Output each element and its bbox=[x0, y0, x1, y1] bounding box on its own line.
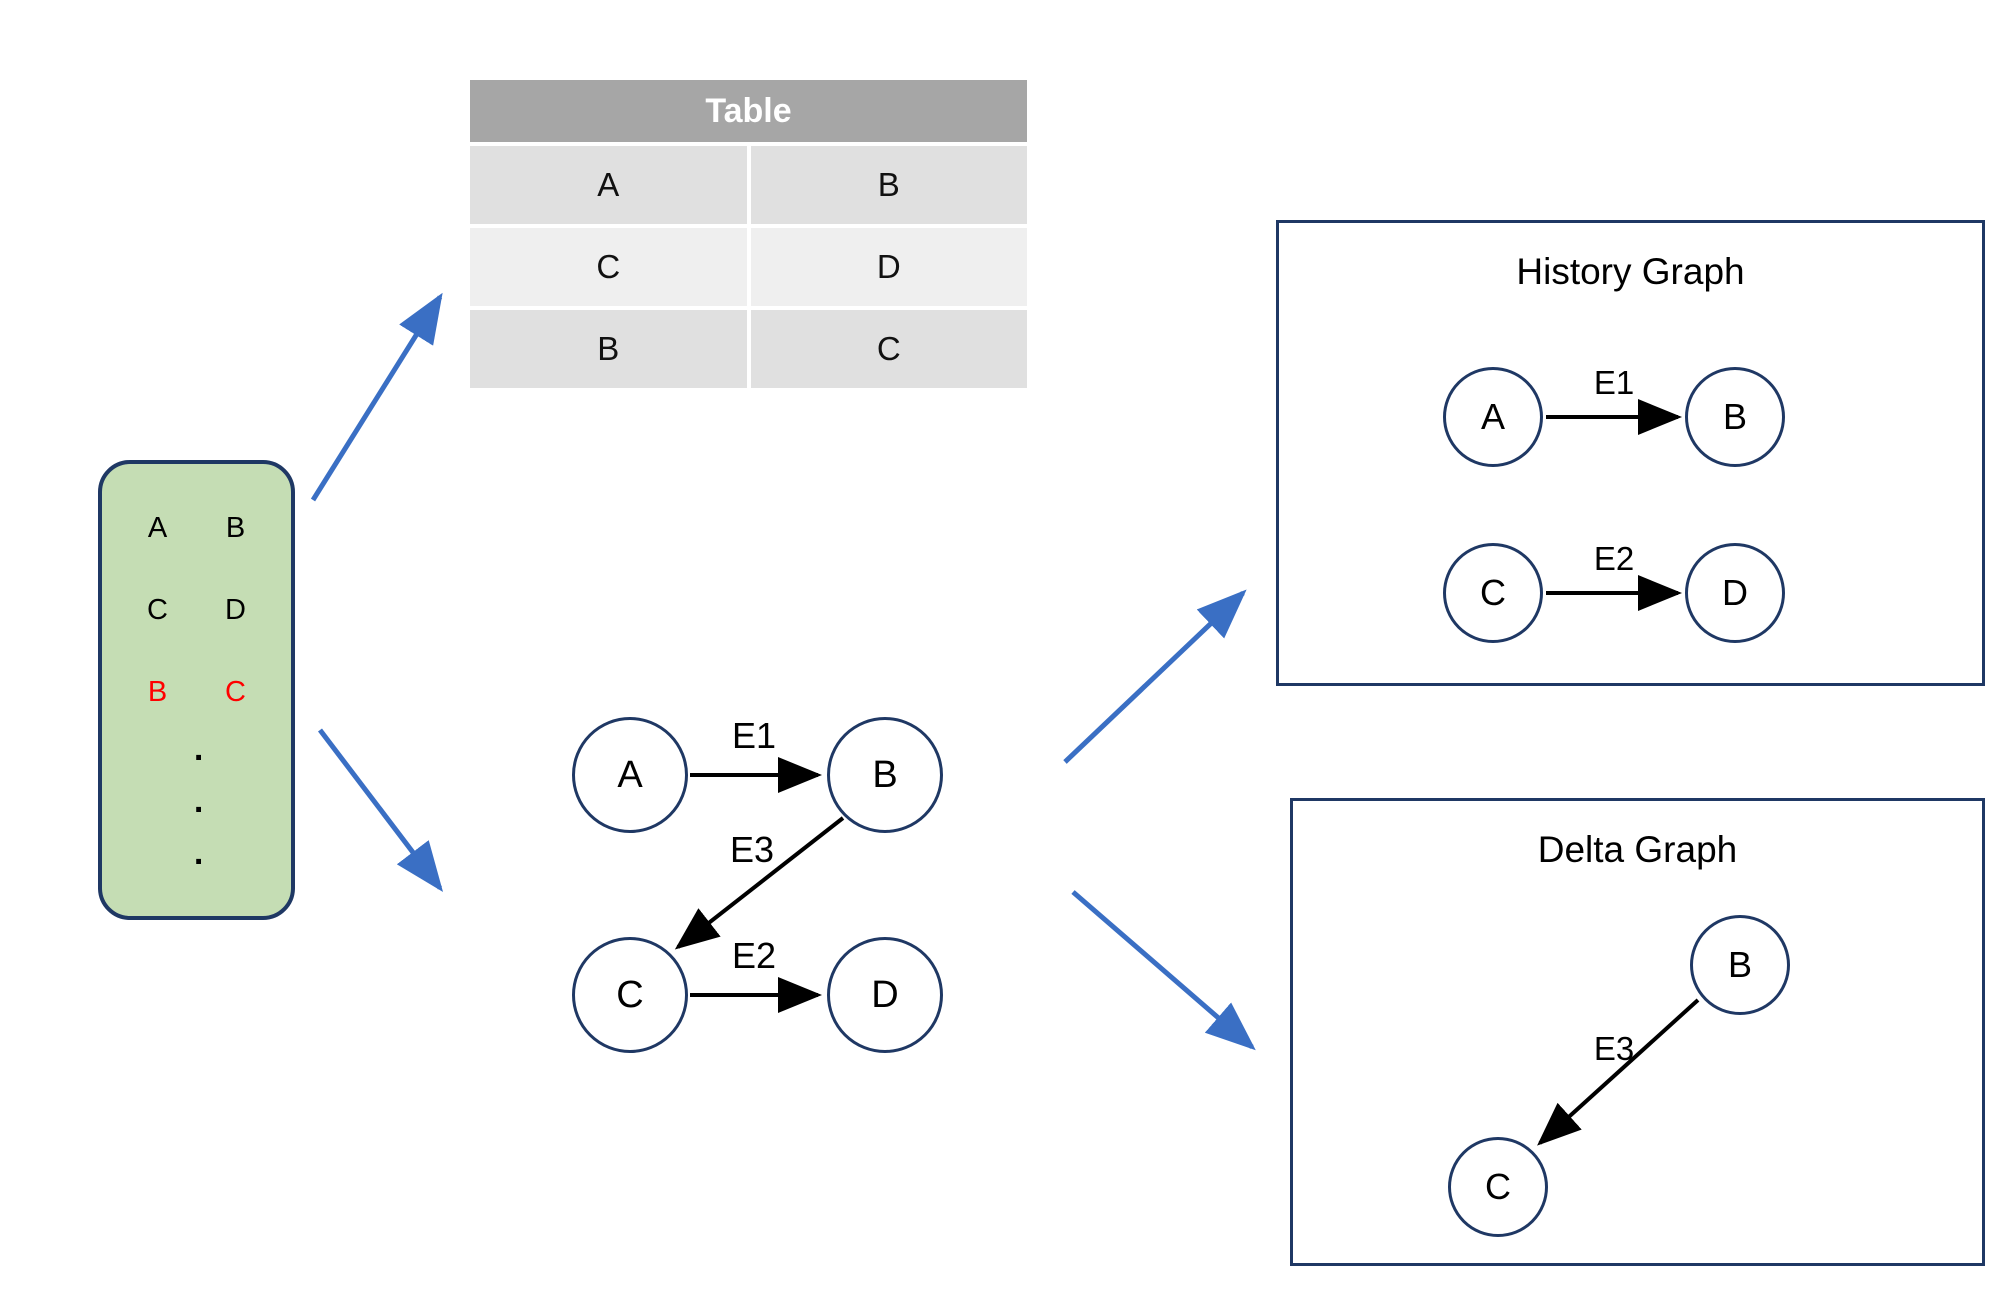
main-graph-node-d: D bbox=[827, 937, 943, 1053]
main-graph-node-b: B bbox=[827, 717, 943, 833]
event-stream-box: A B C D B C · · · bbox=[98, 460, 295, 920]
node-label: C bbox=[1480, 572, 1506, 613]
node-label: A bbox=[1480, 396, 1505, 437]
main-graph-node-c: C bbox=[572, 937, 688, 1053]
history-graph-node-a: A bbox=[1443, 367, 1543, 467]
table-title: Table bbox=[470, 80, 1027, 142]
table-row: B C bbox=[470, 310, 1027, 388]
node-label: A bbox=[617, 753, 643, 796]
flow-arrow-stream-to-graph bbox=[318, 728, 444, 892]
delta-graph-node-c: C bbox=[1448, 1137, 1548, 1237]
main-graph-node-a: A bbox=[572, 717, 688, 833]
table-widget: Table A B C D B C bbox=[470, 80, 1027, 388]
main-graph-edge-e2: E2 bbox=[690, 935, 822, 1013]
history-graph-panel: History Graph bbox=[1276, 220, 1985, 686]
table-cell: D bbox=[750, 228, 1027, 306]
main-graph-edge-e3: E3 bbox=[674, 816, 845, 950]
edge-label: E1 bbox=[732, 715, 776, 756]
table-cell: C bbox=[750, 310, 1027, 388]
node-label: B bbox=[1727, 944, 1752, 985]
node-label: B bbox=[872, 753, 898, 796]
stream-cell-left: A bbox=[147, 512, 168, 544]
history-graph-node-c: C bbox=[1443, 543, 1543, 643]
edge-label: E2 bbox=[732, 935, 776, 976]
stream-ellipsis: · · · bbox=[102, 732, 291, 888]
stream-cell-left: B bbox=[147, 676, 168, 708]
table-cell: B bbox=[470, 310, 747, 388]
node-label: B bbox=[1722, 396, 1747, 437]
history-graph-node-b: B bbox=[1685, 367, 1785, 467]
main-graph-edge-e1: E1 bbox=[690, 715, 822, 793]
edge-label: E3 bbox=[730, 829, 774, 870]
flow-arrow-graph-to-delta bbox=[1071, 890, 1256, 1051]
table-cell: A bbox=[470, 146, 747, 224]
node-label: D bbox=[871, 973, 899, 1016]
delta-graph-node-b: B bbox=[1690, 915, 1790, 1015]
stream-row: A B bbox=[102, 512, 291, 545]
stream-cell-right: B bbox=[225, 512, 246, 544]
stream-cell-left: C bbox=[147, 594, 168, 626]
node-label: D bbox=[1722, 572, 1748, 613]
table-cell: B bbox=[750, 146, 1027, 224]
table-cell: C bbox=[470, 228, 747, 306]
delta-graph-panel: Delta Graph bbox=[1290, 798, 1985, 1266]
stream-cell-right: D bbox=[225, 594, 246, 626]
ellipsis-dot: · bbox=[193, 791, 206, 829]
history-graph-node-d: D bbox=[1685, 543, 1785, 643]
delta-graph-title: Delta Graph bbox=[1537, 829, 1738, 870]
stream-row-highlighted: B C bbox=[102, 676, 291, 709]
ellipsis-dot: · bbox=[193, 739, 206, 777]
stream-row: C D bbox=[102, 594, 291, 627]
flow-arrow-stream-to-table bbox=[310, 292, 443, 502]
node-label: C bbox=[1485, 1166, 1511, 1207]
table-row: A B bbox=[470, 146, 1027, 224]
table-row: C D bbox=[470, 228, 1027, 306]
history-graph-title: History Graph bbox=[1516, 251, 1745, 292]
ellipsis-dot: · bbox=[193, 843, 206, 881]
node-label: C bbox=[616, 973, 644, 1016]
flow-arrow-graph-to-history bbox=[1063, 589, 1247, 764]
stream-cell-right: C bbox=[225, 676, 246, 708]
